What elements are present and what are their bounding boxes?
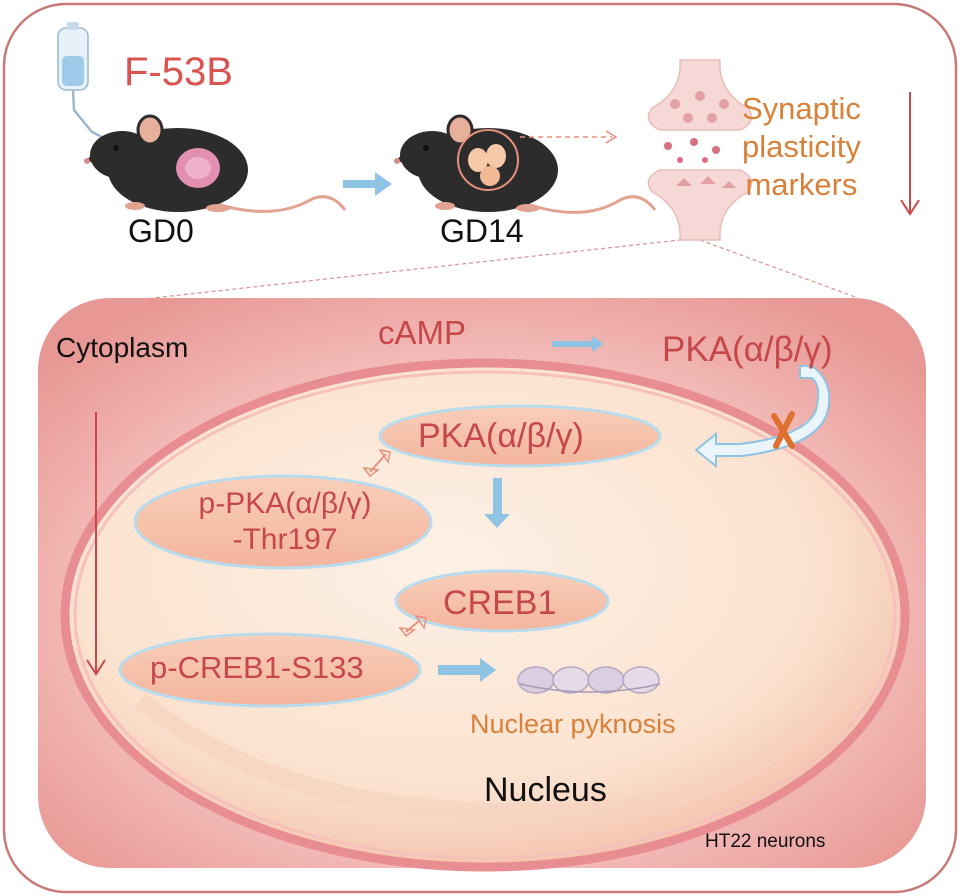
p-pka-label: p-PKA(α/β/γ) -Thr197 [198, 487, 372, 556]
pka-translocation-arrow [694, 365, 831, 469]
progress-arrow [343, 172, 392, 196]
creb1-pill [394, 569, 610, 633]
camp-label: cAMP [378, 314, 467, 351]
iv-bag-icon [57, 22, 105, 140]
nucleus-label: Nucleus [484, 771, 607, 809]
phospho-link-creb1 [398, 614, 427, 638]
cytoplasm-label: Cytoplasm [56, 332, 189, 363]
zoom-guide-right [699, 239, 859, 299]
phospho-link-pka [362, 448, 391, 478]
pyknosis-icon [517, 666, 661, 694]
block-mark-icon [771, 411, 795, 449]
creb1-label: CREB1 [443, 584, 557, 622]
compound-title: F-53B [124, 50, 233, 94]
p-creb1-pill [118, 632, 422, 708]
stage-label-start: GD0 [128, 213, 194, 249]
zoom-guide-left [134, 239, 681, 301]
pka-nucleus-pill [378, 404, 662, 468]
pcreb1-to-pyknosis-arrow [438, 658, 496, 682]
cell-line-label: HT22 neurons [705, 831, 826, 852]
synaptic-markers-label: Synaptic plasticity markers [742, 91, 861, 202]
camp-to-pka-arrow [552, 336, 604, 352]
synapse-icon [647, 59, 753, 241]
mouse-gd14-icon [394, 114, 657, 214]
pyknosis-label: Nuclear pyknosis [470, 709, 676, 739]
stage-label-end: GD14 [440, 213, 524, 249]
mouse-gd0-icon [84, 114, 347, 213]
p-pka-pill [133, 474, 433, 570]
p-creb1-label: p-CREB1-S133 [150, 650, 364, 685]
pka-to-creb1-arrow [484, 478, 510, 528]
pka-cytoplasm-label: PKA(α/β/γ) [662, 330, 833, 369]
pka-nucleus-label: PKA(α/β/γ) [418, 417, 584, 455]
